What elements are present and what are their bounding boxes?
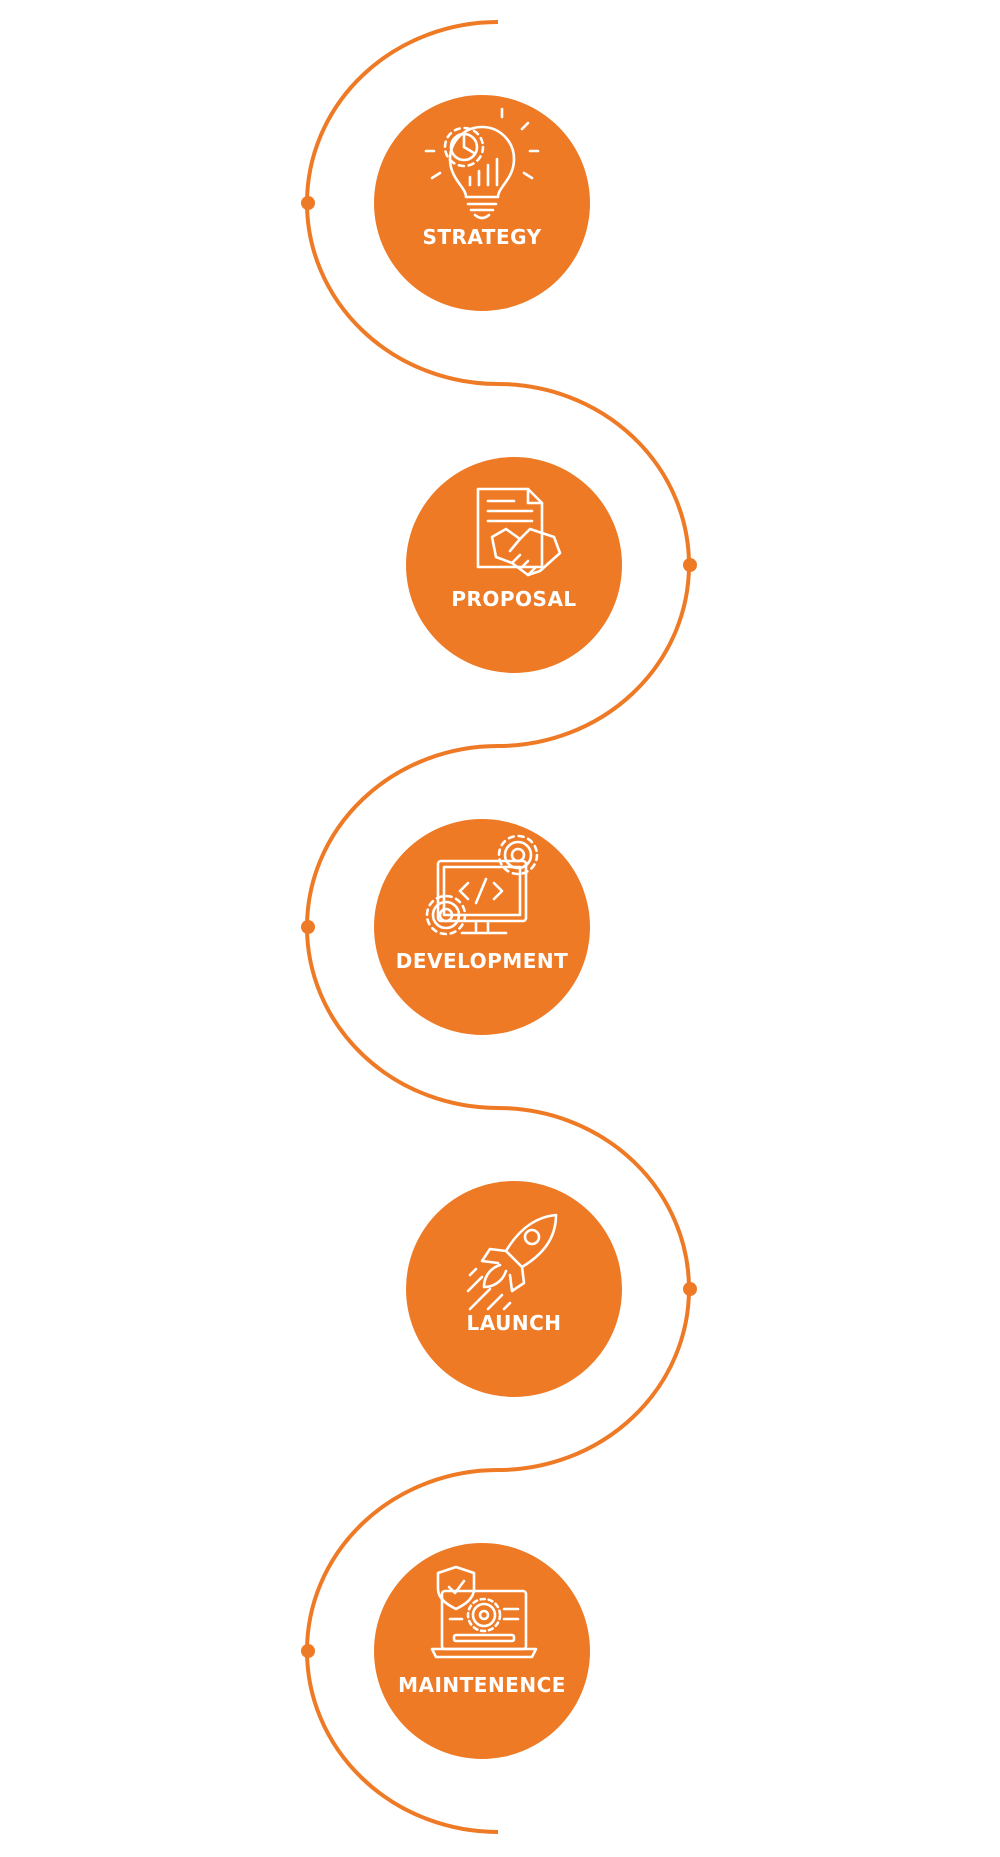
document-handshake-icon — [476, 487, 562, 577]
timeline-dot — [683, 558, 697, 572]
step-label: STRATEGY — [422, 225, 541, 249]
step-development: DEVELOPMENT — [374, 819, 590, 1035]
step-launch: LAUNCH — [406, 1181, 622, 1397]
step-label: DEVELOPMENT — [396, 949, 569, 973]
rocket-icon — [466, 1213, 558, 1311]
timeline-dot — [301, 1644, 315, 1658]
monitor-code-gears-icon — [425, 834, 539, 936]
step-maintenence: MAINTENENCE — [374, 1543, 590, 1759]
step-circle — [374, 1543, 590, 1759]
step-label: MAINTENENCE — [398, 1673, 566, 1697]
step-label: PROPOSAL — [451, 587, 576, 611]
step-label: LAUNCH — [466, 1311, 561, 1335]
timeline-dot — [301, 920, 315, 934]
step-proposal: PROPOSAL — [406, 457, 622, 673]
timeline-dot — [683, 1282, 697, 1296]
step-circle — [374, 819, 590, 1035]
laptop-shield-gear-icon — [430, 1565, 538, 1659]
lightbulb-chart-gear-icon — [424, 107, 540, 220]
step-strategy: STRATEGY — [374, 95, 590, 311]
timeline-dot — [301, 196, 315, 210]
